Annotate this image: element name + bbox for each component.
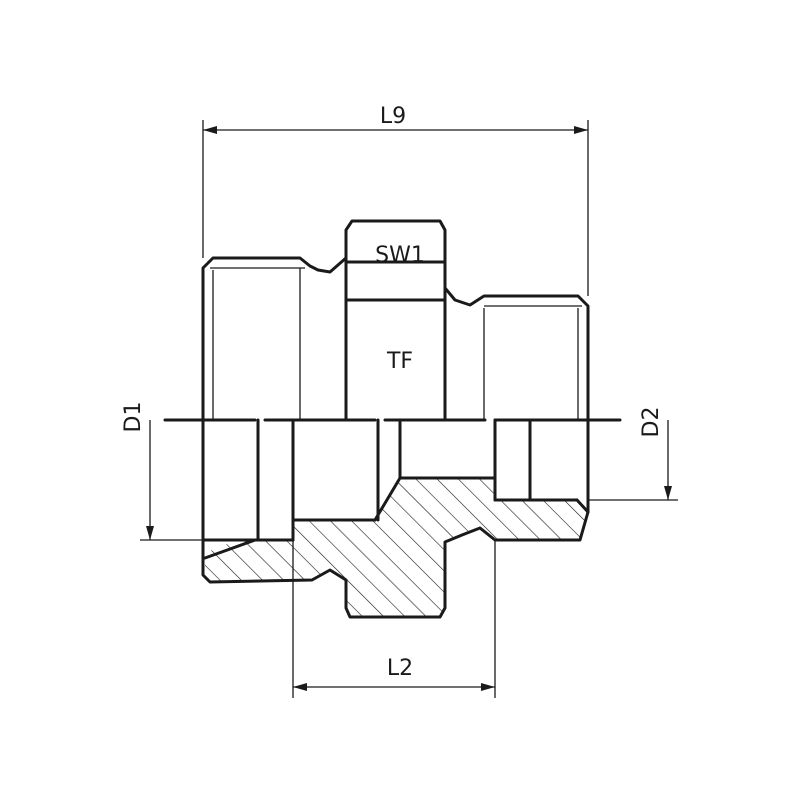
dimension-d2: D2	[588, 407, 678, 501]
thread-form-label: TF	[386, 349, 413, 374]
dimension-label-l9: L9	[380, 104, 406, 129]
dimension-d1: D1	[121, 402, 205, 541]
dimension-l2: L2	[292, 540, 496, 698]
hex-and-threads	[210, 256, 582, 422]
section-bore	[201, 418, 590, 560]
dimension-label-d2: D2	[639, 407, 664, 438]
dimension-l9: L9	[202, 104, 589, 296]
section-hatching	[205, 478, 588, 617]
wrench-size-label: SW1	[375, 243, 425, 268]
dimension-label-d1: D1	[121, 402, 146, 433]
body-outline	[201, 219, 590, 619]
dimension-label-l2: L2	[387, 656, 413, 681]
